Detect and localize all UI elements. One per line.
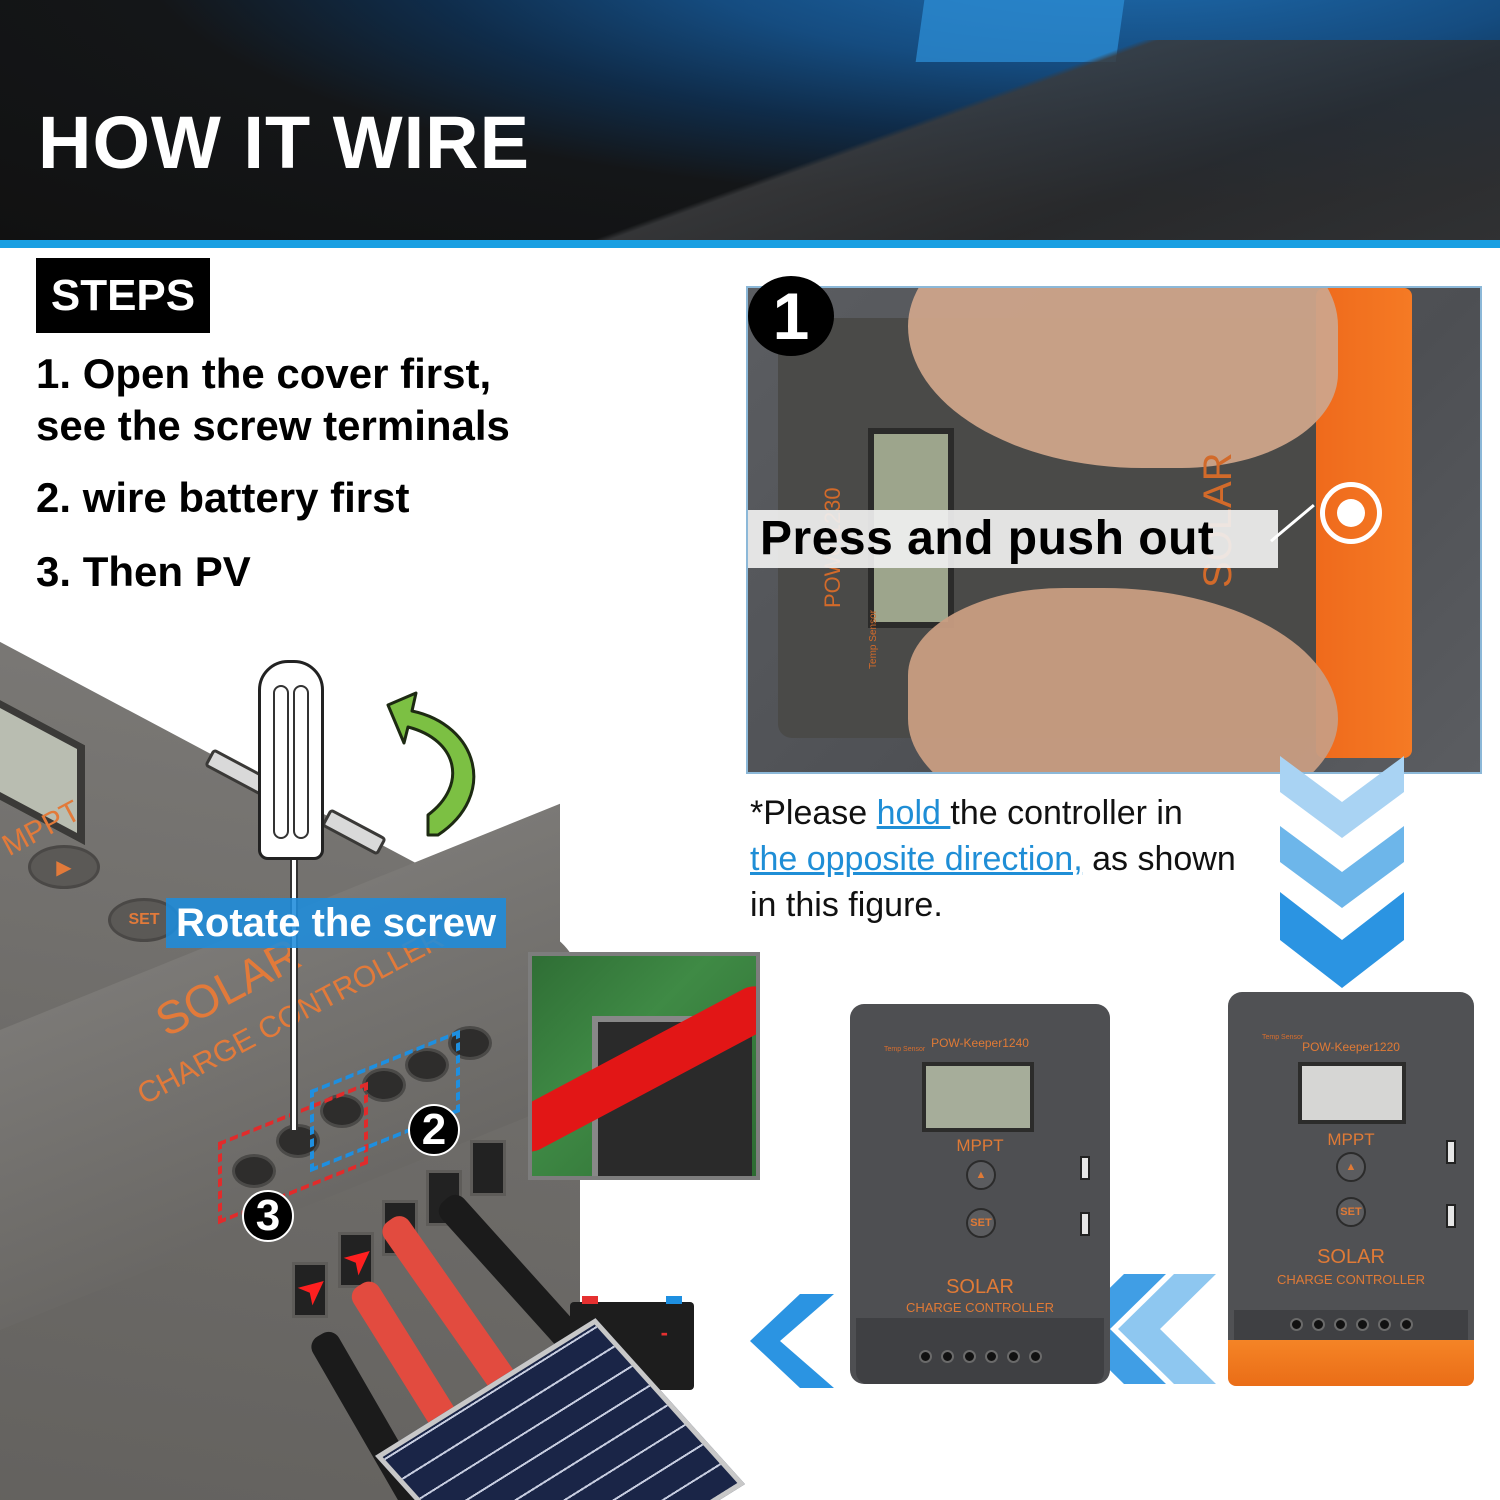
solar-label: SOLAR xyxy=(946,1276,1014,1298)
step-2: 2. wire battery first xyxy=(36,474,410,521)
note-suffix: as shown xyxy=(1082,840,1236,878)
orange-terminal-cover xyxy=(1228,1340,1474,1386)
wire-port xyxy=(470,1140,506,1196)
usb-port-icon xyxy=(1080,1156,1090,1180)
note-mid: the controller in xyxy=(950,794,1183,832)
chevron-down-icon xyxy=(1280,756,1404,988)
note-highlight-direction: the opposite direction, xyxy=(750,840,1083,878)
header-divider xyxy=(0,240,1500,248)
rotate-arrow-icon xyxy=(386,691,476,837)
hold-direction-note: *Please hold the controller in the oppos… xyxy=(750,790,1250,928)
up-button-icon: ▲ xyxy=(1336,1152,1366,1182)
terminal-screw-hole xyxy=(276,1124,320,1158)
release-button-dot xyxy=(1337,499,1365,527)
set-button-icon: SET xyxy=(1336,1197,1366,1227)
controller-cover-removed: Temp Sensor POW-Keeper1240 MPPT ▲ SET SO… xyxy=(850,1004,1110,1384)
step-1-marker: 1 xyxy=(748,276,834,356)
steps-heading: STEPS xyxy=(36,258,210,333)
page-title: HOW IT WIRE xyxy=(38,101,530,184)
terminal-base xyxy=(856,1318,1104,1384)
rotate-screw-label: Rotate the screw xyxy=(166,898,507,948)
temp-sensor-label: Temp Sensor xyxy=(867,610,879,669)
step-1: 1. Open the cover first, see the screw t… xyxy=(36,348,510,452)
battery-minus-sign: - xyxy=(660,1320,668,1345)
screwdriver-shaft xyxy=(290,860,298,1130)
terminal-holes xyxy=(850,1350,1110,1363)
step-1-line-2: see the screw terminals xyxy=(36,402,510,449)
chevron-left-icon xyxy=(750,1294,834,1388)
battery-positive-terminal xyxy=(582,1296,598,1304)
step-1-line-1: 1. Open the cover first, xyxy=(36,350,492,397)
set-button-icon: SET xyxy=(966,1208,996,1238)
model-label: POW-Keeper1240 xyxy=(931,1036,1029,1050)
temp-sensor-label: Temp Sensor xyxy=(1262,1034,1304,1041)
header-banner: HOW IT WIRE xyxy=(0,0,1500,240)
note-highlight-hold: hold xyxy=(876,794,951,832)
terminal-screw-hole xyxy=(232,1154,276,1188)
terminal-screw-hole xyxy=(320,1094,364,1128)
press-push-out-label: Press and push out xyxy=(748,510,1278,568)
charge-controller-label: CHARGE CONTROLLER xyxy=(1276,1272,1426,1287)
terminal-screw-hole xyxy=(405,1048,449,1082)
textured-background xyxy=(400,40,1500,240)
step-3-marker: 3 xyxy=(242,1190,294,1242)
up-button-icon: ▲ xyxy=(966,1160,996,1190)
wire-port xyxy=(338,1232,374,1288)
temp-sensor-label: Temp Sensor xyxy=(884,1046,926,1053)
wire-port xyxy=(292,1262,328,1318)
battery-negative-terminal xyxy=(666,1296,682,1304)
terminal-holes xyxy=(1228,1318,1474,1331)
step-2-marker: 2 xyxy=(408,1104,460,1156)
usb-port-icon xyxy=(1080,1212,1090,1236)
mppt-label: MPPT xyxy=(956,1136,1004,1155)
play-button-icon: ▶ xyxy=(28,845,100,889)
lcd-screen xyxy=(922,1062,1034,1132)
model-label: POW-Keeper1220 xyxy=(1302,1040,1400,1054)
controller-with-cover: Temp Sensor POW-Keeper1220 MPPT ▲ SET SO… xyxy=(1228,992,1474,1386)
charge-controller-label: CHARGE CONTROLLER xyxy=(905,1300,1055,1315)
screwdriver-icon xyxy=(258,660,324,860)
note-line-3: in this figure. xyxy=(750,886,943,924)
solar-label: SOLAR xyxy=(1317,1246,1385,1268)
note-prefix: *Please xyxy=(750,794,877,832)
usb-port-icon xyxy=(1446,1204,1456,1228)
terminal-screw-hole xyxy=(362,1068,406,1102)
release-button-callout-icon xyxy=(1320,482,1382,544)
usb-port-icon xyxy=(1446,1140,1456,1164)
mppt-label: MPPT xyxy=(1327,1130,1375,1149)
terminal-closeup-inset xyxy=(528,952,760,1180)
step-3: 3. Then PV xyxy=(36,548,251,595)
terminal-screw-hole xyxy=(448,1026,492,1060)
lcd-screen xyxy=(1298,1062,1406,1124)
